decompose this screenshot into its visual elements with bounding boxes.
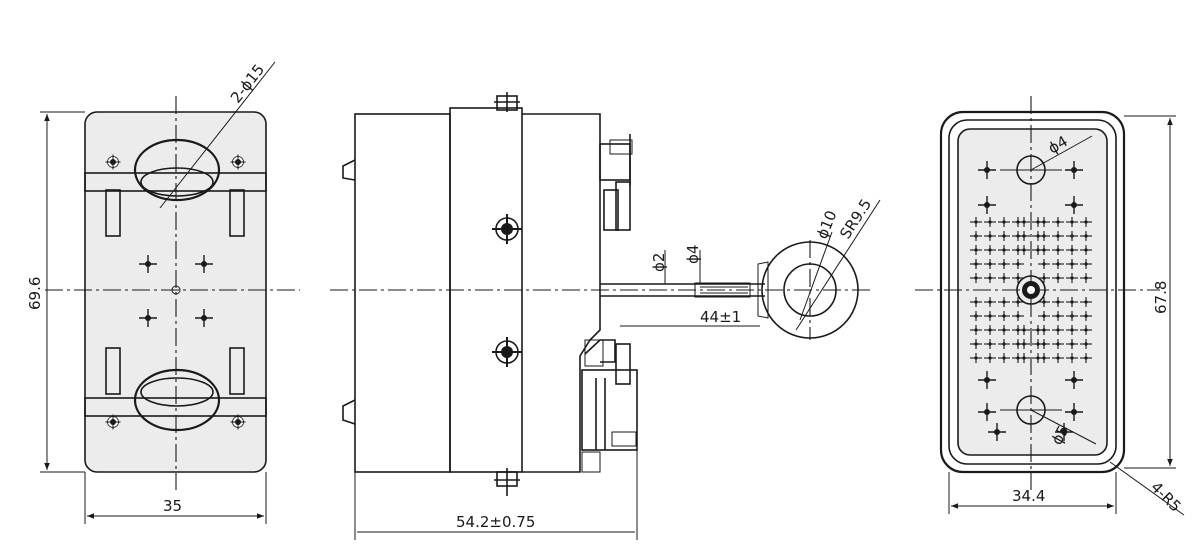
rear-view: ϕ4 ϕ5 4-R5 67.8 34.4 <box>915 96 1185 516</box>
rear-height-dimension: 67.8 <box>1124 115 1176 469</box>
svg-text:SR9.5: SR9.5 <box>836 196 875 243</box>
front-width-dimension: 35 <box>84 472 267 524</box>
front-hole-note: 2-ϕ15 <box>227 61 268 107</box>
front-top-clamp <box>84 138 267 237</box>
side-right-bracket-top <box>599 134 633 231</box>
rear-outer-shell <box>939 110 1126 474</box>
front-bottom-clamp <box>84 347 267 432</box>
svg-text:ϕ2: ϕ2 <box>650 253 668 272</box>
side-main-body <box>449 107 523 473</box>
front-view: 2-ϕ15 69.6 35 <box>26 61 300 524</box>
side-top-screw <box>494 92 520 112</box>
front-pins <box>138 254 214 328</box>
side-cable <box>600 282 765 327</box>
side-left-cover <box>354 113 451 473</box>
side-ball-end <box>757 240 859 340</box>
side-right-bracket-bottom <box>581 339 638 473</box>
rear-width-dimension: 34.4 <box>948 472 1117 514</box>
svg-text:67.8: 67.8 <box>1152 281 1170 314</box>
side-view: ϕ2 ϕ4 44±1 ϕ10 SR9.5 54.2±0.75 <box>330 92 881 540</box>
side-bottom-screw <box>494 468 520 496</box>
front-height-dimension: 69.6 <box>26 111 85 473</box>
svg-text:4-R5: 4-R5 <box>1147 478 1184 515</box>
svg-text:54.2±0.75: 54.2±0.75 <box>456 513 535 531</box>
svg-text:ϕ4: ϕ4 <box>684 245 702 264</box>
svg-text:69.6: 69.6 <box>26 277 44 310</box>
svg-text:34.4: 34.4 <box>1012 487 1045 505</box>
svg-text:35: 35 <box>163 497 182 515</box>
side-length-dimension: 54.2±0.75 <box>354 450 638 540</box>
svg-text:44±1: 44±1 <box>700 308 741 326</box>
svg-text:ϕ10: ϕ10 <box>813 208 841 242</box>
